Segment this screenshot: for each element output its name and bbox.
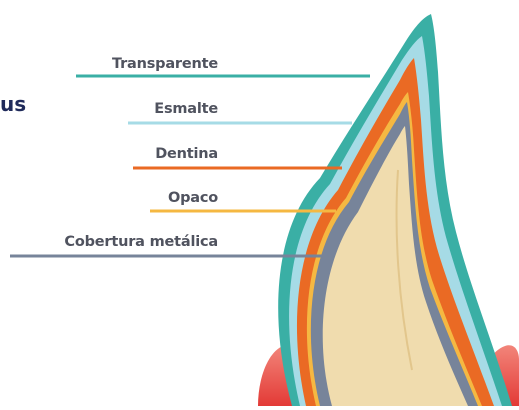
- label-opaco: Opaco: [118, 190, 218, 206]
- label-cobertura: Cobertura metálica: [6, 234, 218, 250]
- label-transparente: Transparente: [74, 56, 218, 72]
- label-dentina: Dentina: [118, 146, 218, 162]
- partial-heading-text: us: [0, 92, 26, 116]
- label-esmalte: Esmalte: [118, 101, 218, 117]
